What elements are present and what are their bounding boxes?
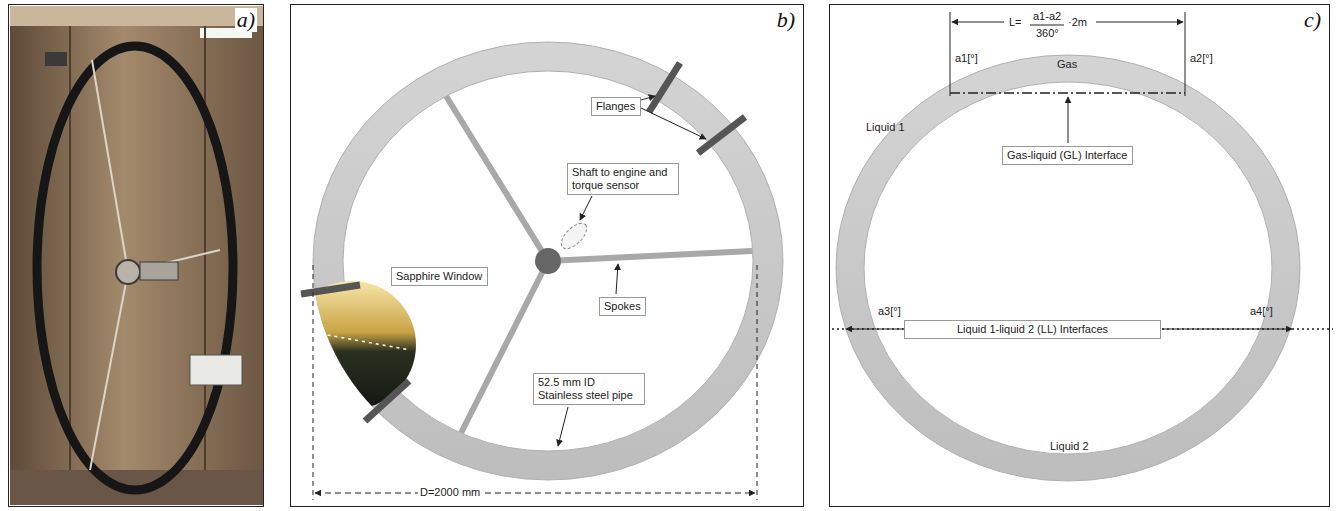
wheel-drawing [288, 42, 783, 500]
dimension-label: D=2000 mm [418, 486, 482, 499]
panel-letter: a) [235, 8, 257, 32]
callout-text: Flanges [596, 100, 636, 113]
formula-part: ·2m [1066, 16, 1089, 29]
callout-text: Gas-liquid (GL) Interface [1007, 149, 1128, 162]
callout-text: Liquid 1-liquid 2 (LL) Interfaces [909, 323, 1156, 336]
callout-box: Spokes [599, 297, 646, 316]
phase-label: Gas [1057, 58, 1077, 71]
callout-box: Shaft to engine and torque sensor [567, 163, 679, 195]
callout-box: Flanges [591, 97, 641, 116]
panel-frame: c) Gas-liquid (GL) InterfaceLiquid 1-liqu… [829, 4, 1330, 507]
formula-part: a1-a2 [1031, 10, 1063, 23]
callout-box: 52.5 mm ID Stainless steel pipe [533, 373, 645, 405]
callout-text: 52.5 mm ID Stainless steel pipe [538, 376, 640, 402]
panel-letter: b) [775, 8, 797, 32]
panel-frame: a) [8, 4, 264, 507]
callout-text: Shaft to engine and torque sensor [572, 166, 674, 192]
formula-part: L= [1007, 16, 1024, 29]
photo [10, 6, 263, 505]
formula-part: 360° [1034, 27, 1061, 40]
callout-box: Liquid 1-liquid 2 (LL) Interfaces [904, 320, 1161, 339]
angle-label: a2[°] [1190, 52, 1213, 65]
interface-drawing [832, 12, 1333, 481]
angle-label: a1[°] [955, 52, 978, 65]
angle-label: a3[°] [878, 305, 901, 318]
callout-text: Spokes [604, 300, 641, 313]
angle-label: a4[°] [1250, 305, 1273, 318]
panel-letter: c) [1302, 8, 1323, 32]
callout-text: Sapphire Window [396, 270, 483, 283]
callout-box: Sapphire Window [391, 267, 488, 286]
callout-box: Gas-liquid (GL) Interface [1002, 146, 1133, 165]
panel-frame: b) Shaft to engine and torque sensor Flang… [290, 4, 804, 507]
phase-label: Liquid 2 [1050, 440, 1089, 453]
phase-label: Liquid 1 [866, 121, 905, 134]
